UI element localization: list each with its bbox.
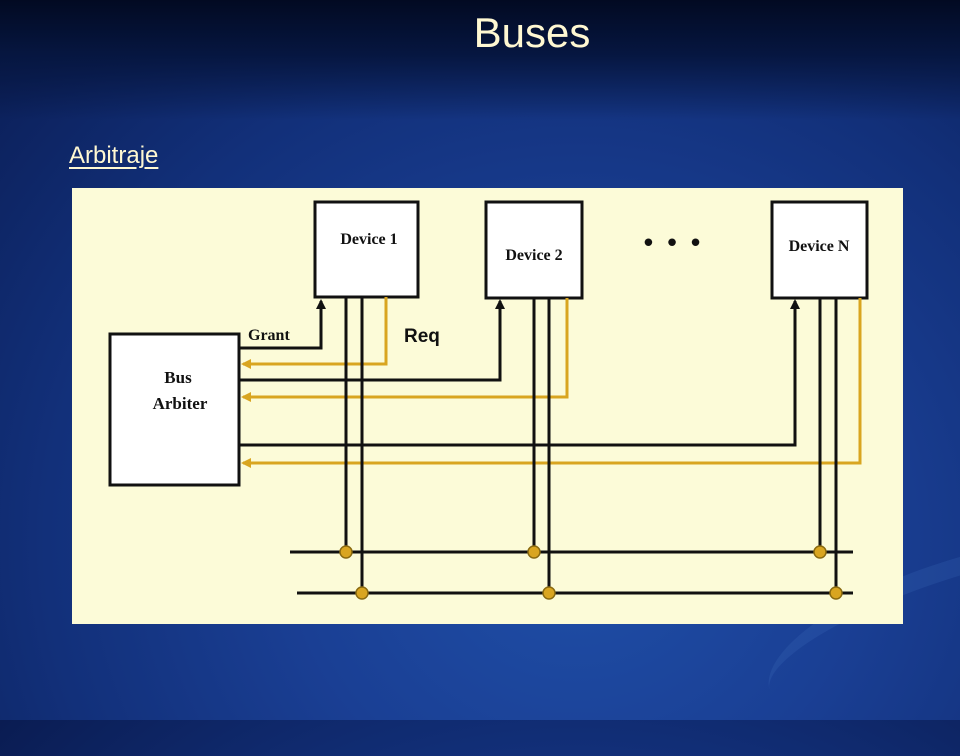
grant-line-n (239, 299, 800, 447)
slide-title: Buses (473, 9, 591, 56)
slide-subtitle: Arbitraje (69, 142, 159, 169)
junction-dot (829, 586, 843, 600)
junction-dot (813, 545, 827, 559)
request-line-2 (241, 298, 569, 402)
device-2-label: Device 2 (505, 247, 562, 264)
bus-arbitration-diagram: Bus Arbiter Device 1 Device 2 Device N •… (108, 200, 869, 600)
junction-dot (339, 545, 353, 559)
bus-arbiter-box (108, 332, 241, 487)
junction-dot (527, 545, 541, 559)
junction-dot (542, 586, 556, 600)
bus-arbiter-label-2: Arbiter (153, 394, 208, 413)
ellipsis-dots: • • • (641, 229, 704, 259)
device-n-label: Device N (789, 238, 850, 255)
header-band (0, 0, 960, 120)
diagram-panel: Bus Arbiter Device 1 Device 2 Device N •… (72, 188, 903, 624)
request-line-n (241, 298, 862, 468)
device-1-box (313, 200, 420, 299)
grant-line-2 (239, 299, 505, 382)
grant-label: Grant (248, 327, 290, 344)
device-1-label: Device 1 (340, 231, 397, 248)
junction-dot (355, 586, 369, 600)
request-line-1 (241, 297, 388, 369)
req-label: Req (404, 326, 440, 347)
grant-line-1 (239, 299, 326, 350)
device-n-box (770, 200, 869, 300)
device-2-box (484, 200, 584, 300)
bus-arbiter-label-1: Bus (164, 368, 192, 387)
